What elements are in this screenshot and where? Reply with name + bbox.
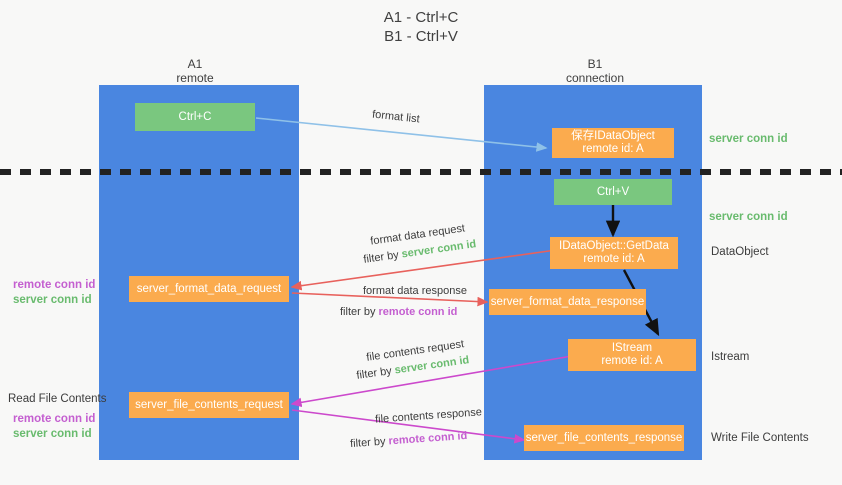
column-header-b1: B1 connection bbox=[530, 57, 660, 85]
filter-prefix-2: filter by bbox=[340, 306, 379, 318]
filter-prefix-3: filter by bbox=[355, 364, 396, 382]
annotation-left-remote-conn-2: remote conn id bbox=[13, 413, 96, 425]
annotation-right-write-file-contents: Write File Contents bbox=[711, 431, 809, 446]
node-save-idataobject-sub: remote id: A bbox=[582, 143, 644, 155]
node-server-format-data-request-label: server_format_data_request bbox=[136, 282, 282, 295]
diagram-title: A1 - Ctrl+C B1 - Ctrl+V bbox=[0, 8, 842, 46]
annotation-left-server-conn-2: server conn id bbox=[13, 428, 92, 440]
node-save-idataobject-title: 保存IDataObject bbox=[571, 130, 655, 142]
edge-label-format-data-response-filter: filter by remote conn id bbox=[340, 305, 457, 319]
node-ctrl-v-label: Ctrl+V bbox=[596, 185, 630, 198]
edge-label-file-contents-response-filter: filter by remote conn id bbox=[350, 429, 468, 451]
node-istream-sub: remote id: A bbox=[601, 355, 663, 367]
annotation-right-dataobject: DataObject bbox=[711, 245, 769, 260]
annotation-right-server-conn-mid: server conn id bbox=[709, 210, 788, 225]
annotation-right-write-file-contents-text: Write File Contents bbox=[711, 432, 809, 444]
node-ctrl-c[interactable]: Ctrl+C bbox=[135, 103, 255, 131]
node-istream[interactable]: IStream remote id: A bbox=[568, 339, 696, 371]
annotation-left-remote-conn-1: remote conn id bbox=[13, 279, 96, 291]
title-line-2: B1 - Ctrl+V bbox=[384, 28, 458, 45]
node-ctrl-v[interactable]: Ctrl+V bbox=[554, 179, 672, 205]
node-server-format-data-response[interactable]: server_format_data_response bbox=[489, 289, 646, 315]
annotation-right-istream: Istream bbox=[711, 350, 749, 365]
title-line-1: A1 - Ctrl+C bbox=[383, 9, 459, 26]
column-b1-sub: connection bbox=[565, 71, 625, 85]
node-save-idataobject[interactable]: 保存IDataObject remote id: A bbox=[552, 128, 674, 158]
annotation-left-conn-ids-top: remote conn id server conn id bbox=[13, 278, 95, 308]
annotation-left-conn-ids-bottom: remote conn id server conn id bbox=[13, 412, 95, 442]
node-server-file-contents-response[interactable]: server_file_contents_response bbox=[524, 425, 684, 451]
filter-value-remote-conn-id-2: remote conn id bbox=[388, 429, 468, 448]
filter-prefix-4: filter by bbox=[349, 435, 389, 451]
annotation-right-server-conn-top: server conn id bbox=[709, 132, 788, 147]
edge-label-format-data-response: format data response bbox=[363, 285, 467, 297]
annotation-right-dataobject-text: DataObject bbox=[711, 246, 769, 258]
annotation-left-server-conn-1: server conn id bbox=[13, 294, 92, 306]
node-server-format-data-request[interactable]: server_format_data_request bbox=[129, 276, 289, 302]
edge-label-file-contents-response: file contents response bbox=[374, 406, 483, 426]
node-istream-title: IStream bbox=[611, 342, 653, 354]
edge-label-format-list: format list bbox=[371, 108, 421, 126]
annotation-right-istream-text: Istream bbox=[711, 351, 750, 363]
node-server-file-contents-response-label: server_file_contents_response bbox=[525, 431, 683, 444]
annotation-right-server-conn-top-text: server conn id bbox=[709, 133, 788, 145]
column-a1-name: A1 bbox=[187, 57, 203, 71]
node-server-file-contents-request-label: server_file_contents_request bbox=[135, 398, 283, 411]
node-getdata-sub: remote id: A bbox=[583, 253, 645, 265]
annotation-left-read-file-contents-text: Read File Contents bbox=[8, 393, 107, 405]
filter-prefix-1: filter by bbox=[362, 248, 403, 266]
node-server-file-contents-request[interactable]: server_file_contents_request bbox=[129, 392, 289, 418]
node-server-format-data-response-label: server_format_data_response bbox=[490, 295, 645, 308]
node-getdata-title: IDataObject::GetData bbox=[559, 240, 669, 252]
annotation-left-read-file-contents: Read File Contents bbox=[8, 392, 106, 407]
annotation-right-server-conn-mid-text: server conn id bbox=[709, 211, 788, 223]
column-a1-sub: remote bbox=[176, 71, 214, 85]
filter-value-remote-conn-id-1: remote conn id bbox=[378, 306, 458, 318]
node-ctrl-c-label: Ctrl+C bbox=[178, 110, 212, 123]
node-idataobject-getdata[interactable]: IDataObject::GetData remote id: A bbox=[550, 237, 678, 269]
column-b1-name: B1 bbox=[587, 57, 603, 71]
column-header-a1: A1 remote bbox=[130, 57, 260, 85]
